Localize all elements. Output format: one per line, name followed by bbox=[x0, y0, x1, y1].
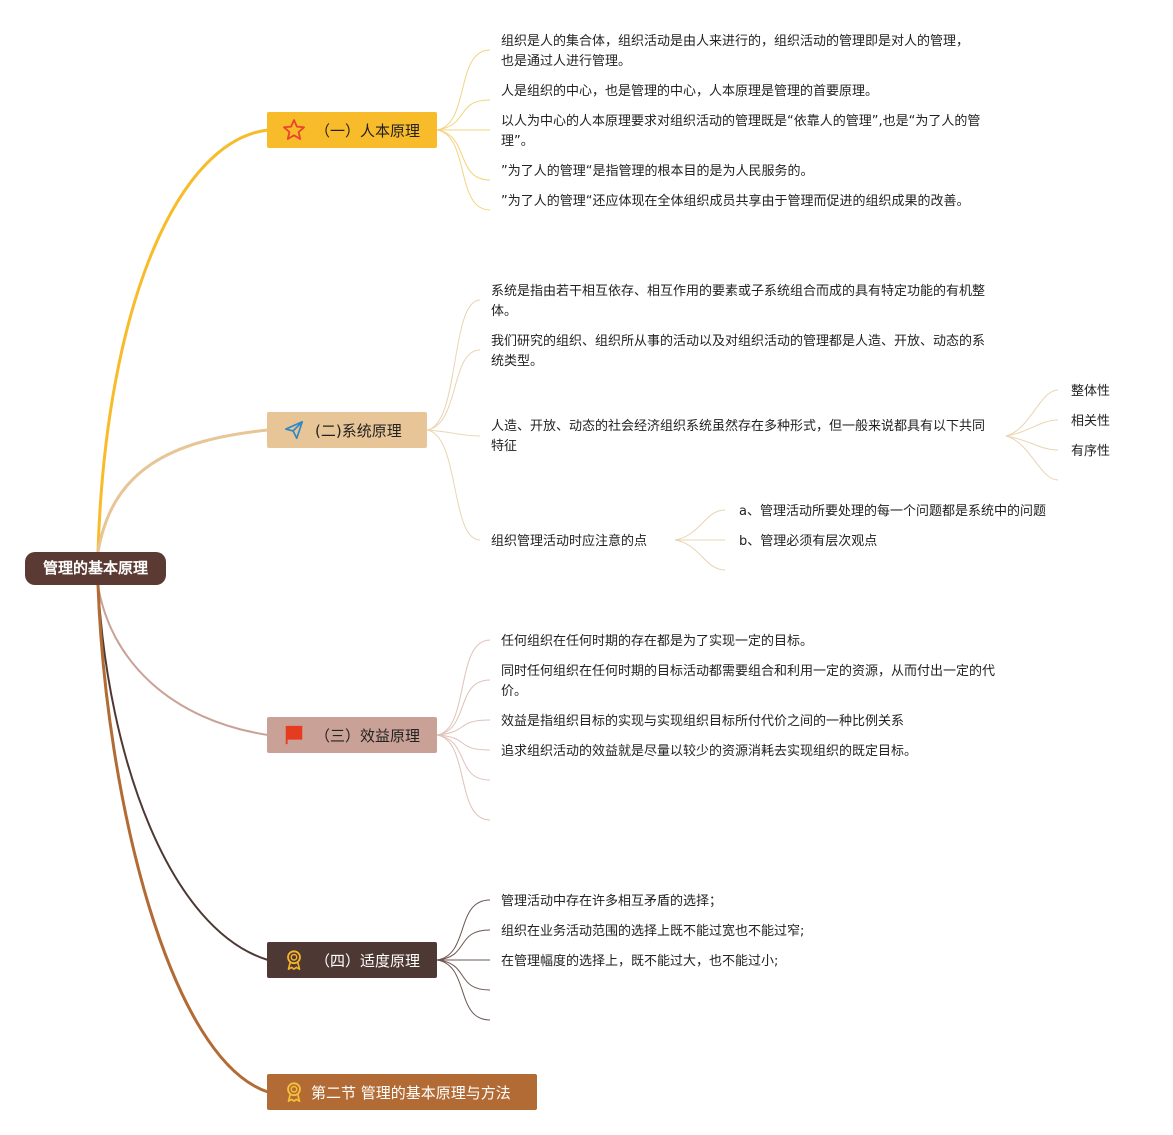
branch-renben[interactable]: （一）人本原理 bbox=[267, 112, 437, 148]
medal-icon bbox=[281, 1079, 307, 1105]
point-item: a、管理活动所要处理的每一个问题都是系统中的问题 bbox=[739, 504, 1046, 519]
leaf-text: 管理活动中存在许多相互矛盾的选择； bbox=[501, 894, 723, 909]
branch-xitong[interactable]: (二)系统原理 bbox=[267, 412, 427, 448]
branch-label: （四）适度原理 bbox=[315, 951, 421, 970]
point-item: b、管理必须有层次观点 bbox=[739, 534, 878, 549]
leaf-text: 效益是指组织目标的实现与实现组织目标所付代价之间的一种比例关系 bbox=[501, 714, 905, 729]
root-node[interactable]: 管理的基本原理 bbox=[25, 552, 166, 585]
leaf-text: 任何组织在任何时期的存在都是为了实现一定的目标。 bbox=[501, 634, 814, 649]
leaf-text: 人造、开放、动态的社会经济组织系统虽然存在多种形式，但一般来说都具有以下共同特征 bbox=[491, 419, 986, 454]
branch-label: （一）人本原理 bbox=[315, 121, 421, 140]
leaf-text: 以人为中心的人本原理要求对组织活动的管理既是“依靠人的管理”,也是“为了人的管理… bbox=[501, 114, 981, 149]
flag-icon bbox=[281, 722, 307, 748]
feature-item: 有序性 bbox=[1071, 444, 1111, 459]
leaf-text: 人是组织的中心，也是管理的中心，人本原理是管理的首要原理。 bbox=[501, 84, 879, 99]
branch-label: （三）效益原理 bbox=[315, 726, 421, 745]
leaf-text: 在管理幅度的选择上，既不能过大，也不能过小; bbox=[501, 954, 779, 969]
feature-item: 相关性 bbox=[1071, 414, 1111, 429]
medal-icon bbox=[281, 947, 307, 973]
leaf-text: ”为了人的管理“是指管理的根本目的是为人民服务的。 bbox=[501, 164, 814, 179]
branch-label: (二)系统原理 bbox=[315, 421, 402, 440]
star-icon bbox=[281, 117, 307, 143]
leaf-text: 同时任何组织在任何时期的目标活动都需要组合和利用一定的资源，从而付出一定的代价。 bbox=[501, 664, 996, 699]
leaf-text: 我们研究的组织、组织所从事的活动以及对组织活动的管理都是人造、开放、动态的系统类… bbox=[491, 334, 986, 369]
branch-section-two[interactable]: 第二节 管理的基本原理与方法 bbox=[267, 1074, 537, 1110]
branch-shidu[interactable]: （四）适度原理 bbox=[267, 942, 437, 978]
leaf-text: 组织是人的集合体，组织活动是由人来进行的，组织活动的管理即是对人的管理，也是通过… bbox=[501, 34, 970, 69]
leaf-text: 组织管理活动时应注意的点 bbox=[491, 534, 648, 549]
send-icon bbox=[281, 417, 307, 443]
feature-item: 整体性 bbox=[1071, 384, 1111, 399]
root-title: 管理的基本原理 bbox=[42, 559, 148, 577]
leaf-text: 组织在业务活动范围的选择上既不能过宽也不能过窄; bbox=[501, 924, 805, 939]
leaf-text: ”为了人的管理“还应体现在全体组织成员共享由于管理而促进的组织成果的改善。 bbox=[501, 194, 970, 209]
branch-label: 第二节 管理的基本原理与方法 bbox=[311, 1083, 511, 1102]
branch-xiaoyi[interactable]: （三）效益原理 bbox=[267, 717, 437, 753]
leaf-text: 系统是指由若干相互依存、相互作用的要素或子系统组合而成的具有特定功能的有机整体。 bbox=[491, 284, 986, 319]
leaf-text: 追求组织活动的效益就是尽量以较少的资源消耗去实现组织的既定目标。 bbox=[501, 744, 918, 759]
